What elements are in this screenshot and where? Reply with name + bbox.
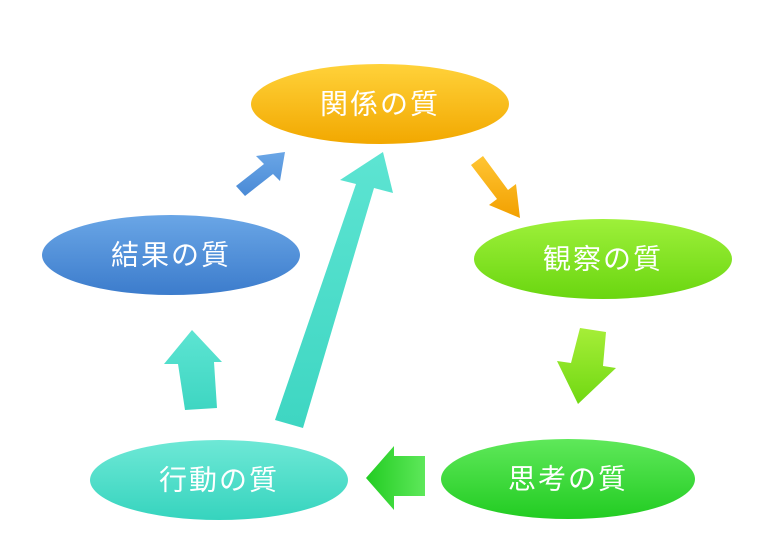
node-action: 行動の質	[90, 440, 348, 520]
arrow-result-to-relationship	[236, 152, 285, 196]
node-observation-label: 観察の質	[543, 243, 663, 276]
node-result-label: 結果の質	[111, 239, 231, 272]
node-observation: 観察の質	[474, 219, 732, 299]
arrow-action-to-result	[164, 330, 222, 410]
node-relationship: 関係の質	[251, 64, 509, 144]
node-relationship-label: 関係の質	[320, 88, 440, 121]
arrow-action-to-relationship	[275, 152, 393, 428]
arrow-thinking-to-action	[366, 446, 425, 510]
node-result: 結果の質	[42, 215, 300, 295]
node-thinking-label: 思考の質	[508, 463, 628, 496]
arrow-observation-to-thinking	[557, 328, 616, 404]
node-thinking: 思考の質	[441, 439, 695, 519]
arrow-relationship-to-observation	[471, 156, 520, 218]
node-action-label: 行動の質	[159, 464, 279, 497]
